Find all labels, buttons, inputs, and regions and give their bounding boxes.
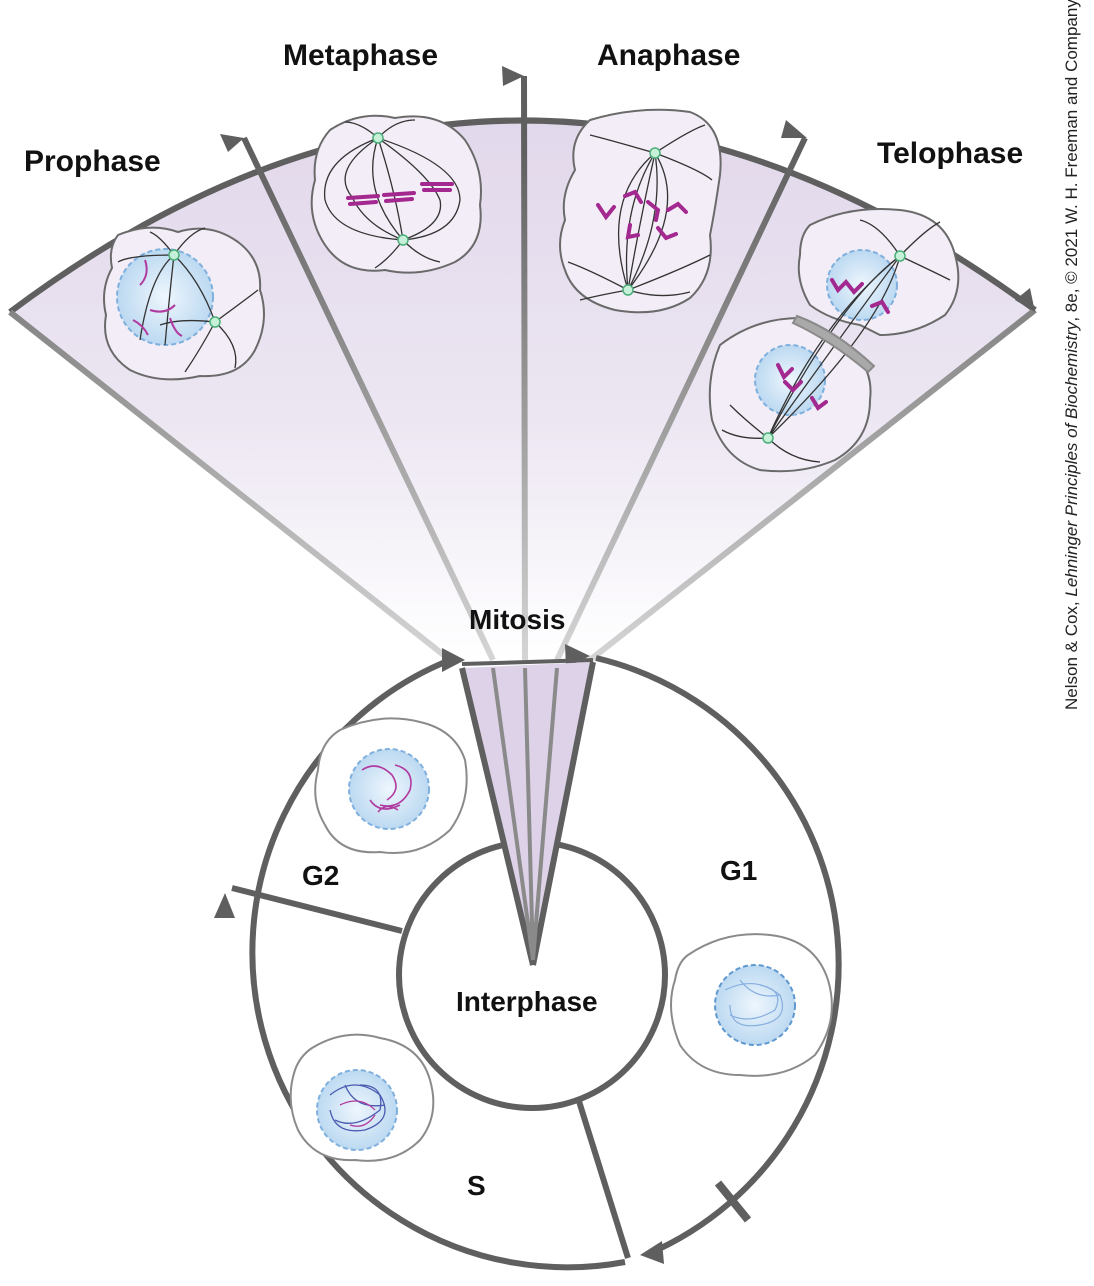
- copyright-credit: Nelson & Cox, Lehninger Principles of Bi…: [1062, 0, 1088, 710]
- g1-nucleus: [714, 964, 796, 1046]
- credit-publisher: , 8e, © 2021 W. H. Freeman and Company: [1062, 0, 1081, 322]
- g1-label: G1: [720, 855, 757, 886]
- credit-book-title: Lehninger Principles of Biochemistry: [1062, 321, 1081, 597]
- arrow-to-anaphase-icon: [502, 66, 524, 86]
- telophase-label: Telophase: [877, 137, 1023, 170]
- anaphase-label: Anaphase: [597, 39, 740, 72]
- prophase-centrosome-2: [209, 316, 221, 328]
- mitosis-fan: [8, 66, 1037, 663]
- outer-circle-right: [595, 655, 842, 1257]
- restriction-point-mark: [714, 1180, 752, 1223]
- arrow-g1-to-s-icon: [640, 1241, 664, 1264]
- fan-divider-2: [521, 75, 528, 661]
- mitosis-label: Mitosis: [469, 604, 565, 635]
- metaphase-centrosome-1: [372, 132, 384, 144]
- prophase-nucleus: [116, 248, 214, 346]
- telophase-cell: [708, 208, 960, 473]
- fan-divider-3: [554, 136, 808, 662]
- credit-authors: Nelson & Cox,: [1062, 596, 1081, 710]
- arrow-to-metaphase-icon: [220, 134, 244, 152]
- g2-cell: [314, 717, 468, 854]
- mitosis-wedge: [459, 658, 596, 966]
- prophase-centrosome-1: [168, 249, 180, 261]
- metaphase-centrosome-2: [397, 234, 409, 246]
- s-g1-divider: [575, 1097, 631, 1259]
- prophase-label: Prophase: [24, 145, 161, 178]
- metaphase-cell: [310, 114, 482, 274]
- prophase-cell: [103, 226, 265, 381]
- g2-label: G2: [302, 860, 339, 891]
- g2-s-divider: [231, 885, 403, 934]
- telophase-centrosome-1: [894, 250, 906, 262]
- fan-divider-1: [241, 136, 496, 662]
- anaphase-membrane: [559, 108, 722, 314]
- anaphase-centrosome-2: [622, 284, 634, 296]
- arrow-s-to-g2-icon: [214, 893, 235, 918]
- g2-nucleus: [348, 748, 430, 830]
- telophase-centrosome-2: [762, 432, 774, 444]
- arrow-end-icon: [1015, 288, 1035, 312]
- arrow-into-mitosis-icon: [442, 648, 465, 672]
- fan-edge-right: [588, 307, 1037, 663]
- interphase-label: Interphase: [456, 986, 598, 1017]
- anaphase-cell: [559, 108, 722, 314]
- arrow-to-telophase-icon: [781, 120, 807, 138]
- anaphase-centrosome-1: [649, 147, 661, 159]
- s-label: S: [467, 1170, 486, 1201]
- g1-cell: [670, 933, 833, 1077]
- metaphase-label: Metaphase: [283, 39, 438, 72]
- fan-edge-left: [8, 309, 452, 663]
- s-cell: [289, 1033, 435, 1162]
- contractile-ring: [791, 314, 876, 374]
